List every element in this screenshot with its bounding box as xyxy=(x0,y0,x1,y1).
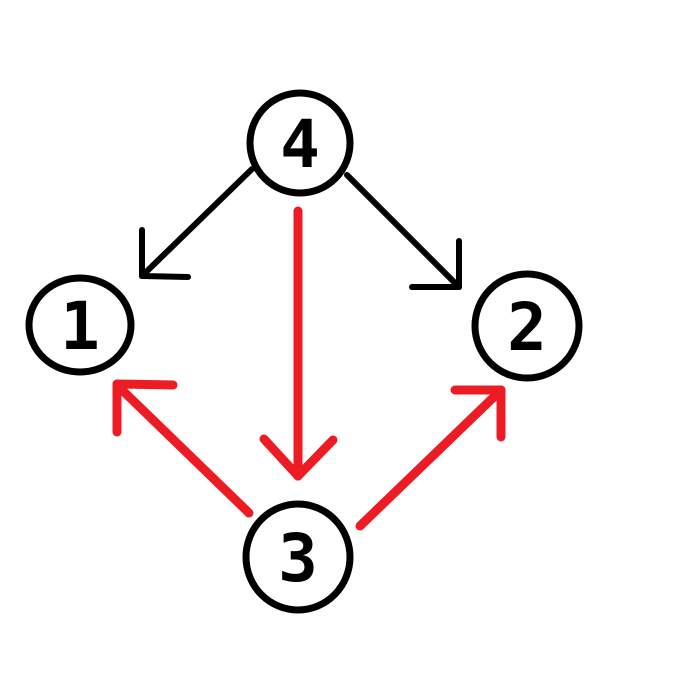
graph-node-label-4: 4 xyxy=(280,106,320,183)
graph-node-circle-4 xyxy=(246,89,354,197)
edge-4-to-1-shaft xyxy=(139,166,255,279)
graph-node-label-2: 2 xyxy=(507,289,547,366)
edge-3-to-2-shaft xyxy=(355,386,505,531)
graph-node-4: 4 xyxy=(246,89,354,197)
edge-3-to-1-shaft xyxy=(113,381,254,518)
edge-4-to-2-shaft xyxy=(344,172,462,290)
graph-nodes-layer: 4 1 2 3 xyxy=(25,89,583,614)
graph-node-label-3: 3 xyxy=(278,520,318,597)
edge-3-to-1-arrowhead-1 xyxy=(112,379,178,390)
graph-node-2: 2 xyxy=(471,270,583,382)
edge-4-to-3-arrowhead-2 xyxy=(293,435,338,481)
graph-node-1: 1 xyxy=(25,274,135,376)
graph-node-circle-3 xyxy=(242,500,354,614)
graph-node-circle-2 xyxy=(471,270,583,382)
edge-4-to-3-arrowhead-1 xyxy=(259,434,303,481)
graph-node-3: 3 xyxy=(242,500,354,614)
graph-node-label-1: 1 xyxy=(60,288,100,365)
graph-edges-layer xyxy=(112,166,506,531)
graph-node-circle-1 xyxy=(25,274,135,376)
edge-4-to-1-arrowhead-2 xyxy=(139,273,191,280)
